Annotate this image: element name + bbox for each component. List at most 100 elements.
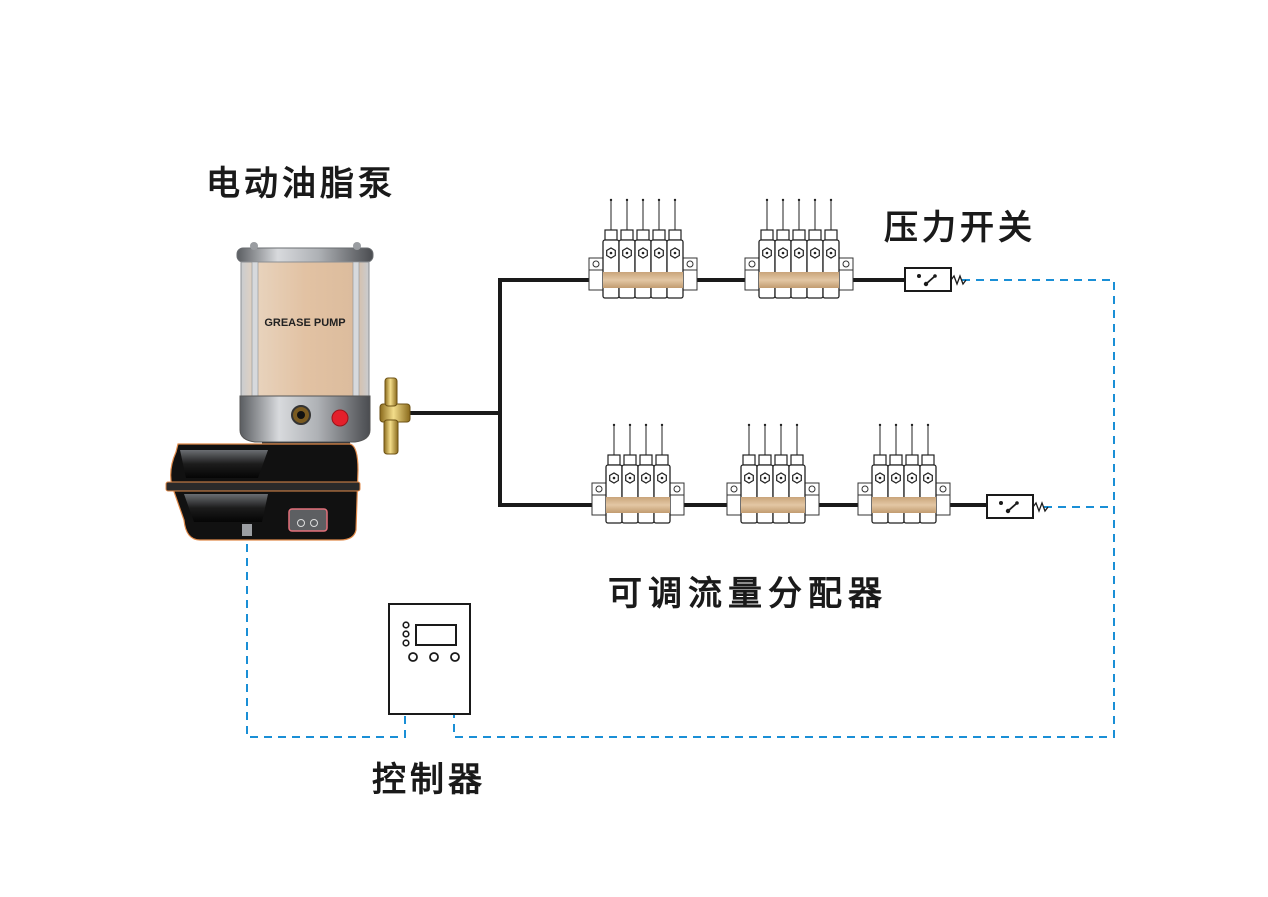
- adjuster-center: [657, 251, 661, 255]
- flow-adjuster: [760, 472, 770, 484]
- outlet-nut: [790, 454, 804, 466]
- outlet-tip: [747, 423, 751, 427]
- controller-button-3[interactable]: [450, 652, 460, 662]
- distributor-lower-2[interactable]: [726, 423, 820, 524]
- end-block-top: [744, 257, 760, 271]
- pump-label: 电动油脂泵: [206, 164, 396, 204]
- end-block-top: [669, 482, 685, 496]
- adjuster-center: [763, 476, 767, 480]
- end-block: [591, 494, 607, 516]
- adjuster-center: [660, 476, 664, 480]
- flow-adjuster: [657, 472, 667, 484]
- distributor-upper-2[interactable]: [744, 198, 854, 299]
- adjuster-center: [779, 476, 783, 480]
- outlet-nut: [668, 229, 682, 241]
- end-block: [744, 269, 760, 291]
- tie-rod-right: [352, 261, 360, 413]
- manifold-band: [872, 497, 936, 513]
- end-block-top: [857, 482, 873, 496]
- controller-box[interactable]: [388, 603, 471, 715]
- outlet-nut: [776, 229, 790, 241]
- outlet-nut: [620, 229, 634, 241]
- metering-section: [618, 239, 636, 299]
- pump-cable-gland: [242, 524, 252, 536]
- panel-button-1[interactable]: [297, 519, 305, 527]
- cap-bolt-left: [250, 242, 258, 250]
- flow-adjuster: [670, 247, 680, 259]
- pump-base-rim: [165, 481, 361, 492]
- adjuster-center: [797, 251, 801, 255]
- end-block: [669, 494, 685, 516]
- controller-button-1[interactable]: [408, 652, 418, 662]
- outlet-nut: [636, 229, 650, 241]
- outlet-nut: [604, 229, 618, 241]
- grease-pump-text: GREASE PUMP: [264, 317, 345, 329]
- adjuster-center: [644, 476, 648, 480]
- fill-port-inner: [297, 411, 305, 419]
- outlet-tip: [628, 423, 632, 427]
- distributor-label: 可调流量分配器: [608, 574, 888, 614]
- mounting-hole: [673, 485, 681, 493]
- pressure-switch-lower[interactable]: [986, 494, 1049, 519]
- flow-adjuster: [641, 472, 651, 484]
- end-block-top: [935, 482, 951, 496]
- flow-adjuster: [794, 247, 804, 259]
- outlet-nut: [824, 229, 838, 241]
- outlet-nut: [652, 229, 666, 241]
- manifold-band: [603, 272, 683, 288]
- flow-adjuster: [875, 472, 885, 484]
- adjuster-center: [926, 476, 930, 480]
- outlet-tip: [625, 198, 629, 202]
- outlet-nut: [921, 454, 935, 466]
- reservoir-cap: [236, 247, 374, 263]
- outlet-tip: [765, 198, 769, 202]
- mounting-hole: [730, 485, 738, 493]
- outlet-tip: [781, 198, 785, 202]
- metering-section: [788, 464, 806, 524]
- metering-section: [903, 464, 921, 524]
- metering-section: [919, 464, 937, 524]
- pump-control-panel[interactable]: [288, 508, 328, 532]
- end-block: [726, 494, 742, 516]
- controller-led-2: [402, 630, 410, 638]
- panel-button-2[interactable]: [310, 519, 318, 527]
- flow-adjuster: [891, 472, 901, 484]
- flow-adjuster: [907, 472, 917, 484]
- end-block-top: [804, 482, 820, 496]
- distributor-lower-1[interactable]: [591, 423, 685, 524]
- tie-rod-left: [251, 261, 259, 413]
- outlet-nut: [623, 454, 637, 466]
- controller-label: 控制器: [372, 760, 486, 800]
- controller-led-1: [402, 621, 410, 629]
- outlet-tip: [926, 423, 930, 427]
- pressure-switch-upper[interactable]: [904, 267, 967, 292]
- flow-adjuster: [923, 472, 933, 484]
- distributor-upper-1[interactable]: [588, 198, 698, 299]
- distributor-lower-3[interactable]: [857, 423, 951, 524]
- metering-section: [774, 239, 792, 299]
- pressure-relief-valve: [331, 409, 349, 427]
- flow-adjuster: [625, 472, 635, 484]
- outlet-tip: [673, 198, 677, 202]
- adjuster-center: [641, 251, 645, 255]
- outlet-tip: [894, 423, 898, 427]
- adjuster-center: [878, 476, 882, 480]
- adjuster-center: [765, 251, 769, 255]
- mounting-hole: [592, 260, 600, 268]
- mounting-hole: [748, 260, 756, 268]
- outlet-tip: [878, 423, 882, 427]
- outlet-tip: [797, 198, 801, 202]
- flow-adjuster: [609, 472, 619, 484]
- mounting-hole: [686, 260, 694, 268]
- controller-button-2[interactable]: [429, 652, 439, 662]
- adjuster-center: [829, 251, 833, 255]
- outlet-nut: [742, 454, 756, 466]
- outlet-tip: [641, 198, 645, 202]
- outlet-tip: [612, 423, 616, 427]
- outlet-tip: [910, 423, 914, 427]
- electric-grease-pump[interactable]: GREASE PUMP: [165, 242, 374, 541]
- end-block: [682, 269, 698, 291]
- flow-adjuster: [622, 247, 632, 259]
- distributors: [588, 198, 951, 524]
